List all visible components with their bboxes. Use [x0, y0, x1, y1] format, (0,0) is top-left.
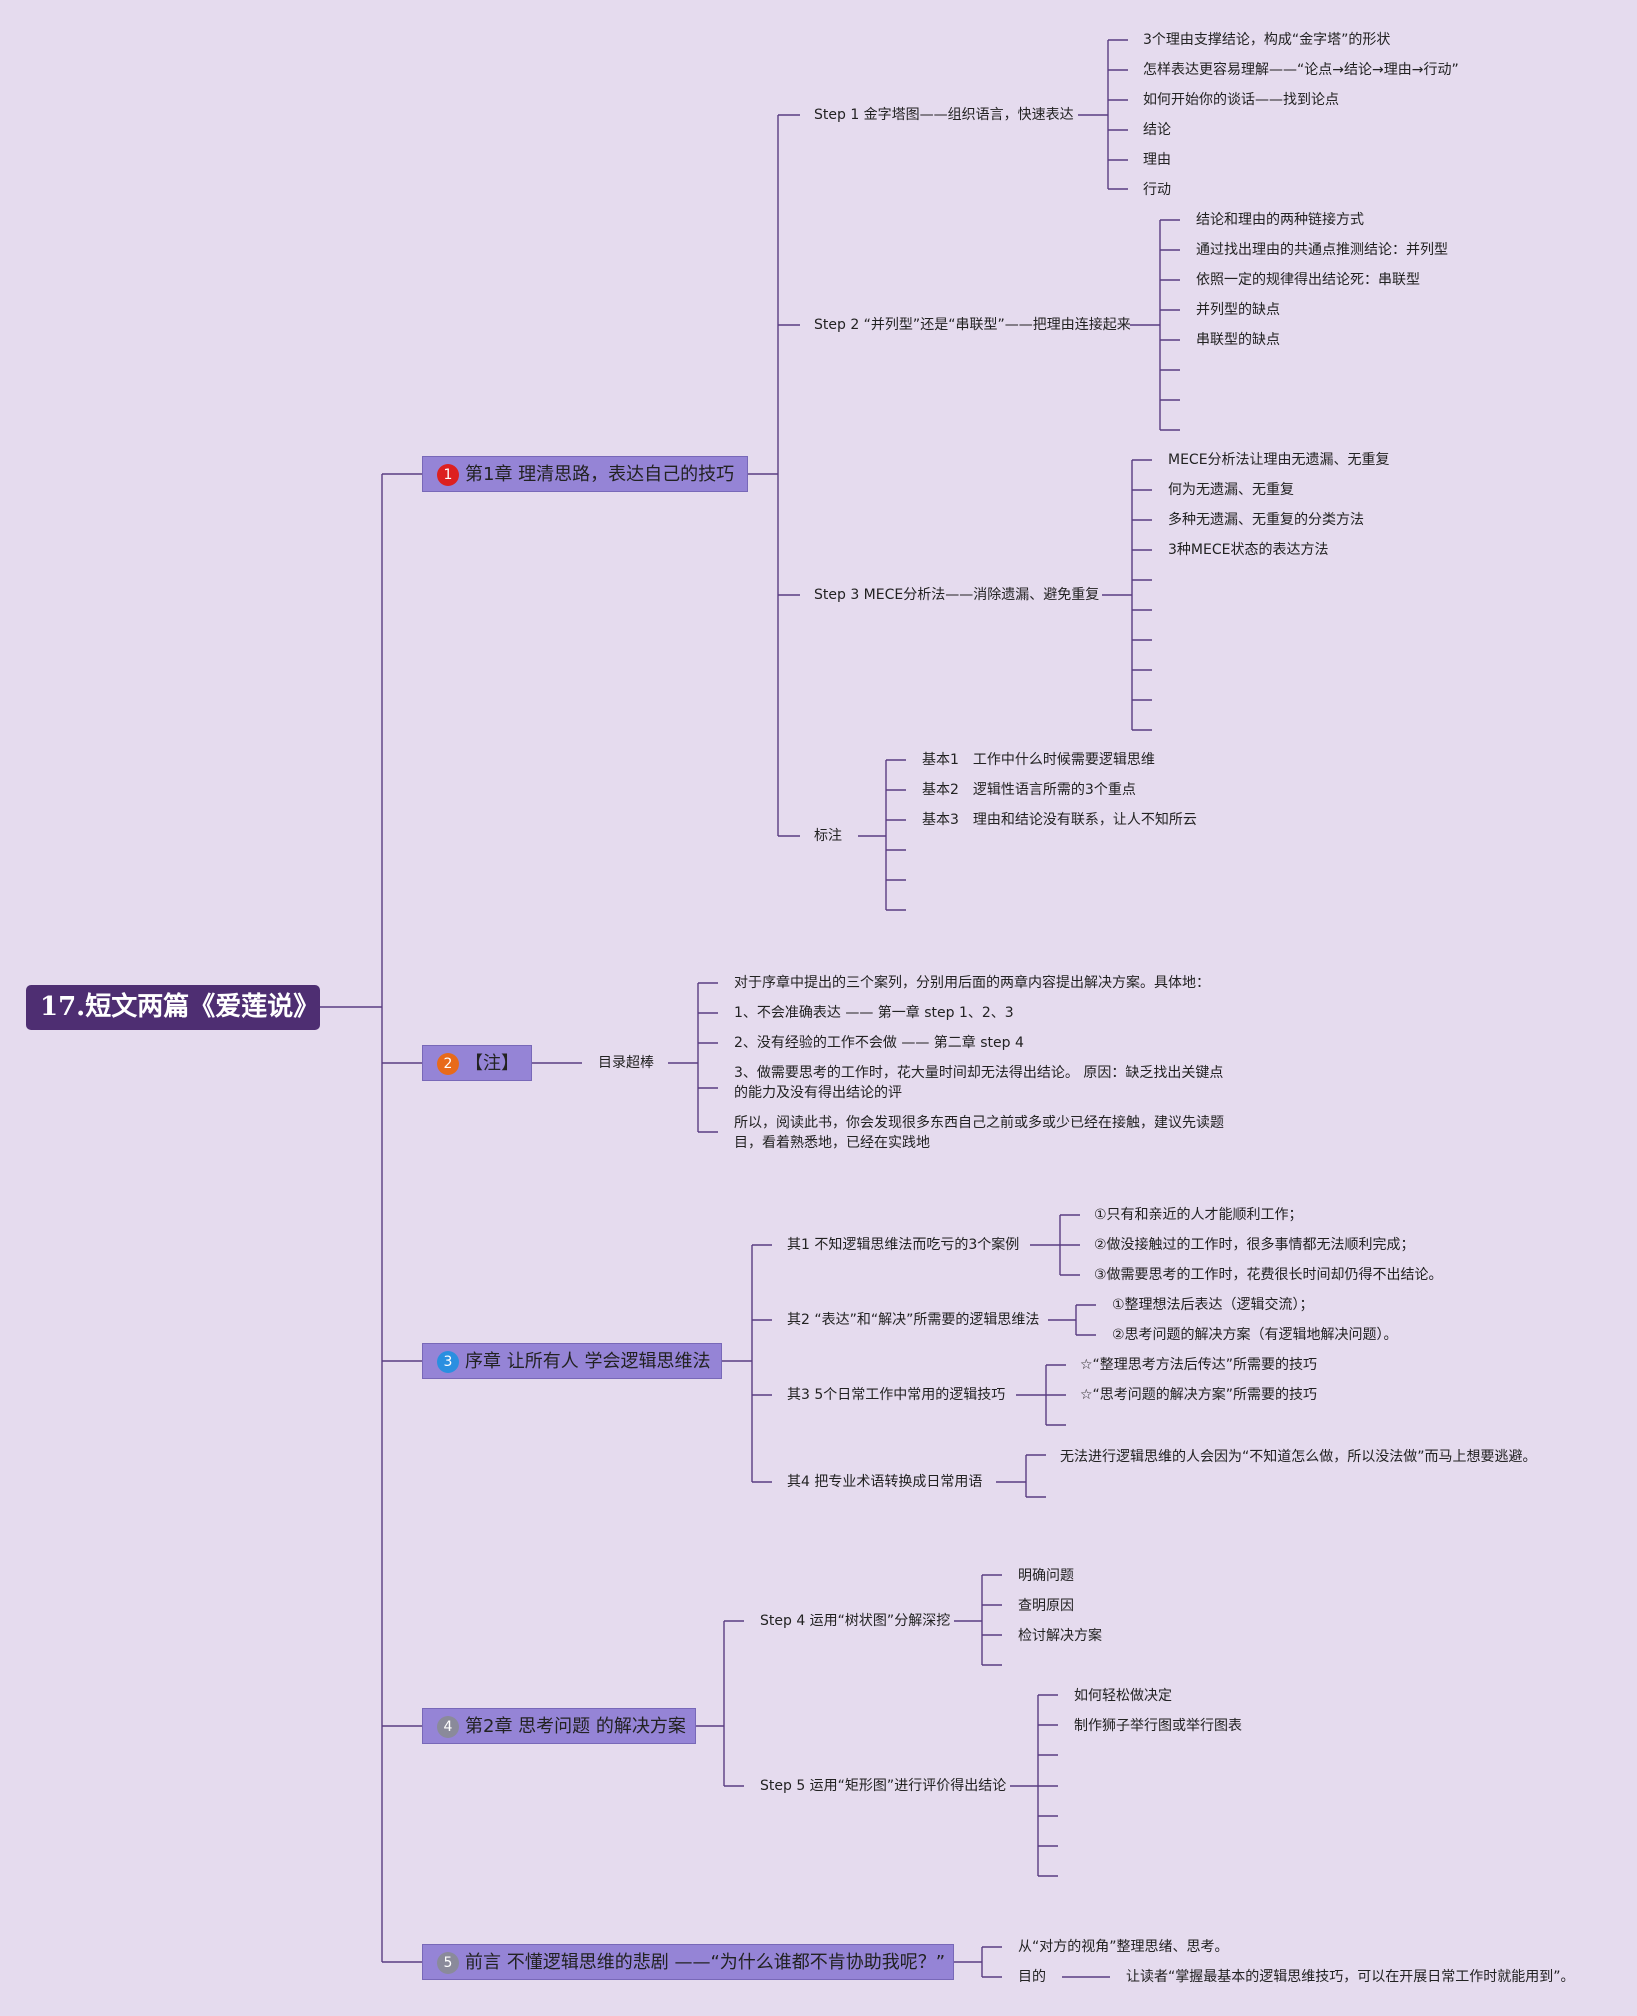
leaf[interactable]: 基本1 工作中什么时候需要逻辑思维	[922, 752, 1155, 768]
leaf[interactable]: 明确问题	[1018, 1568, 1074, 1584]
leaf[interactable]: 3、做需要思考的工作时，花大量时间却无法得出结论。 原因：缺乏找出关键点的能力及…	[734, 1065, 1224, 1101]
node-note[interactable]: 标注	[814, 828, 842, 844]
leaf[interactable]: 行动	[1143, 182, 1171, 198]
node-q3[interactable]: 其3 5个日常工作中常用的逻辑技巧	[787, 1387, 1006, 1403]
leaf[interactable]: 如何轻松做决定	[1074, 1688, 1172, 1704]
leaf[interactable]: ☆“整理思考方法后传达”所需要的技巧	[1080, 1357, 1318, 1373]
node-toc[interactable]: 目录超棒	[598, 1055, 654, 1071]
leaf[interactable]: 何为无遗漏、无重复	[1168, 482, 1294, 498]
branch-chapter-2[interactable]: 4 第2章 思考问题 的解决方案	[422, 1708, 696, 1744]
leaf[interactable]: 怎样表达更容易理解——“论点→结论→理由→行动”	[1143, 62, 1459, 78]
leaf[interactable]: ☆“思考问题的解决方案”所需要的技巧	[1080, 1387, 1318, 1403]
leaf[interactable]: 并列型的缺点	[1196, 302, 1280, 318]
leaf[interactable]: 2、没有经验的工作不会做 —— 第二章 step 4	[734, 1035, 1024, 1051]
leaf[interactable]: 无法进行逻辑思维的人会因为“不知道怎么做，所以没法做”而马上想要逃避。	[1060, 1449, 1537, 1465]
node-step5[interactable]: Step 5 运用“矩形图”进行评价得出结论	[760, 1778, 1007, 1794]
leaf[interactable]: ①只有和亲近的人才能顺利工作；	[1094, 1207, 1303, 1223]
leaf[interactable]: 查明原因	[1018, 1598, 1074, 1614]
branch-chapter-1[interactable]: 1 第1章 理清思路，表达自己的技巧	[422, 456, 748, 492]
badge-1: 1	[437, 464, 459, 486]
leaf[interactable]: 结论	[1143, 122, 1171, 138]
leaf[interactable]: 多种无遗漏、无重复的分类方法	[1168, 512, 1364, 528]
node-q4[interactable]: 其4 把专业术语转换成日常用语	[787, 1474, 983, 1490]
leaf[interactable]: 理由	[1143, 152, 1171, 168]
node-step4[interactable]: Step 4 运用“树状图”分解深挖	[760, 1613, 951, 1629]
leaf[interactable]: 基本2 逻辑性语言所需的3个重点	[922, 782, 1136, 798]
node-purpose[interactable]: 目的	[1018, 1969, 1046, 1985]
leaf[interactable]: ②做没接触过的工作时，很多事情都无法顺利完成；	[1094, 1237, 1415, 1253]
leaf[interactable]: 检讨解决方案	[1018, 1628, 1102, 1644]
leaf[interactable]: 对于序章中提出的三个案列，分别用后面的两章内容提出解决方案。具体地：	[734, 975, 1210, 991]
leaf[interactable]: 所以，阅读此书，你会发现很多东西自己之前或多或少已经在接触，建议先读题目，看着熟…	[734, 1115, 1224, 1151]
branch-prologue[interactable]: 3 序章 让所有人 学会逻辑思维法	[422, 1343, 722, 1379]
leaf[interactable]: 通过找出理由的共通点推测结论：并列型	[1196, 242, 1448, 258]
node-q2[interactable]: 其2 “表达”和“解决”所需要的逻辑思维法	[787, 1312, 1040, 1328]
badge-2: 2	[437, 1053, 459, 1075]
badge-3: 3	[437, 1351, 459, 1373]
node-step2[interactable]: Step 2 “并列型”还是“串联型”——把理由连接起来	[814, 317, 1131, 333]
node-q1[interactable]: 其1 不知逻辑思维法而吃亏的3个案例	[787, 1237, 1020, 1253]
node-step1[interactable]: Step 1 金字塔图——组织语言，快速表达	[814, 107, 1074, 123]
branch-title: 第1章 理清思路，表达自己的技巧	[465, 464, 735, 485]
leaf[interactable]: 3个理由支撑结论，构成“金字塔”的形状	[1143, 32, 1391, 48]
leaf[interactable]: 1、不会准确表达 —— 第一章 step 1、2、3	[734, 1005, 1014, 1021]
badge-5: 5	[437, 1952, 459, 1974]
leaf[interactable]: MECE分析法让理由无遗漏、无重复	[1168, 452, 1390, 468]
root-node[interactable]: 17.短文两篇《爱莲说》	[26, 985, 320, 1030]
branch-title: 序章 让所有人 学会逻辑思维法	[465, 1351, 711, 1372]
branch-title: 【注】	[465, 1053, 519, 1074]
branch-note[interactable]: 2 【注】	[422, 1045, 532, 1081]
leaf[interactable]: 基本3 理由和结论没有联系，让人不知所云	[922, 812, 1197, 828]
node-step3[interactable]: Step 3 MECE分析法——消除遗漏、避免重复	[814, 587, 1100, 603]
leaf[interactable]: 串联型的缺点	[1196, 332, 1280, 348]
branch-title: 前言 不懂逻辑思维的悲剧 ——“为什么谁都不肯协助我呢？”	[465, 1952, 946, 1973]
leaf[interactable]: ②思考问题的解决方案（有逻辑地解决问题）。	[1112, 1327, 1398, 1343]
leaf[interactable]: ①整理想法后表达（逻辑交流）；	[1112, 1297, 1314, 1313]
leaf[interactable]: 制作狮子举行图或举行图表	[1074, 1718, 1242, 1734]
branch-title: 第2章 思考问题 的解决方案	[465, 1716, 686, 1737]
leaf[interactable]: ③做需要思考的工作时，花费很长时间却仍得不出结论。	[1094, 1267, 1443, 1283]
leaf[interactable]: 如何开始你的谈话——找到论点	[1143, 92, 1339, 108]
leaf[interactable]: 依照一定的规律得出结论死：串联型	[1196, 272, 1420, 288]
badge-4: 4	[437, 1716, 459, 1738]
leaf[interactable]: 让读者“掌握最基本的逻辑思维技巧，可以在开展日常工作时就能用到”。	[1126, 1969, 1575, 1985]
leaf[interactable]: 从“对方的视角”整理思绪、思考。	[1018, 1939, 1229, 1955]
branch-preface[interactable]: 5 前言 不懂逻辑思维的悲剧 ——“为什么谁都不肯协助我呢？”	[422, 1944, 954, 1980]
leaf[interactable]: 结论和理由的两种链接方式	[1196, 212, 1364, 228]
leaf[interactable]: 3种MECE状态的表达方法	[1168, 542, 1329, 558]
